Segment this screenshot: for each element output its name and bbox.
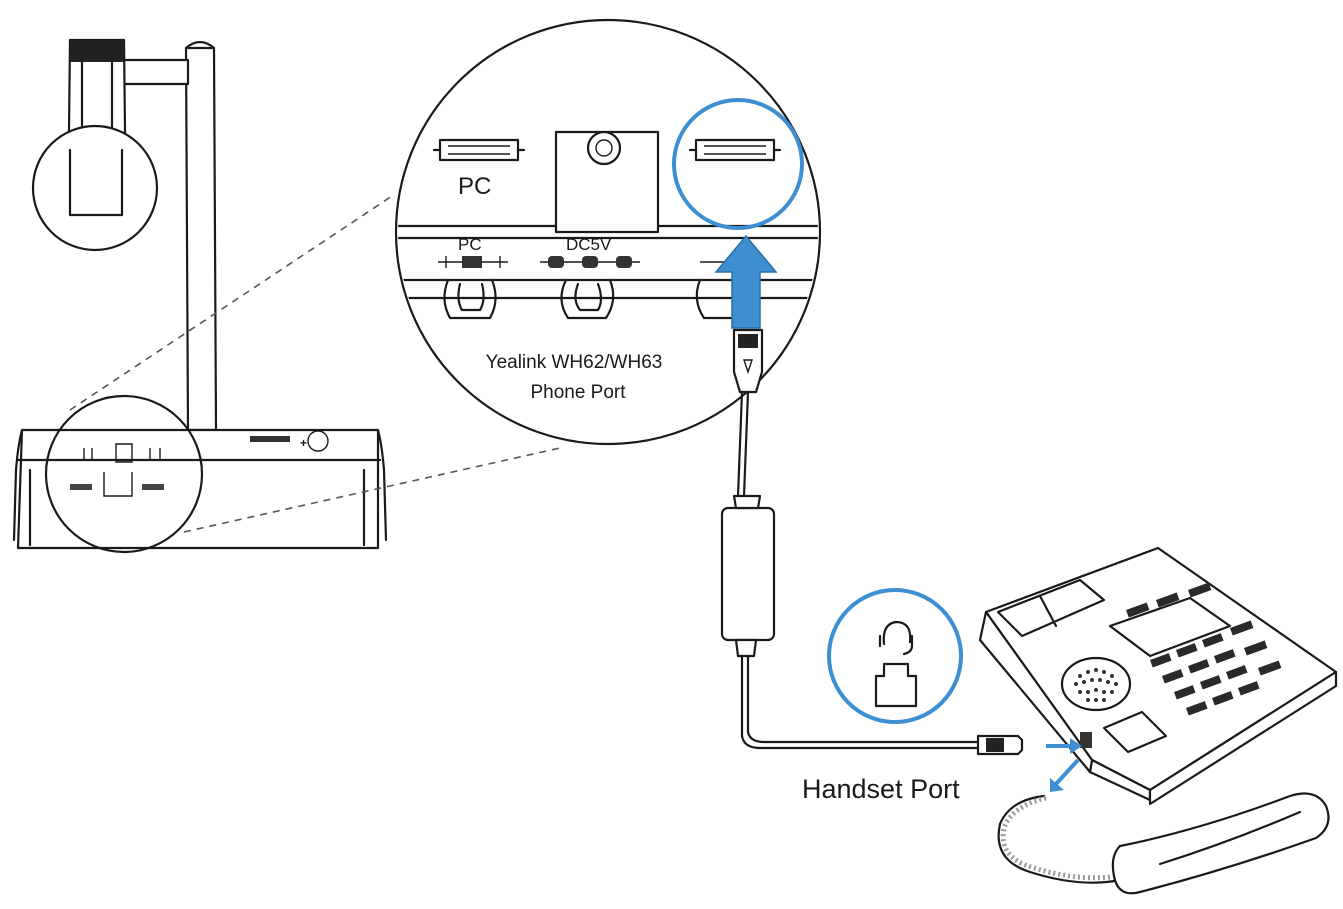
- arrow-up-icon: [714, 234, 778, 329]
- phone-port-highlight: [672, 98, 804, 230]
- arrow-out-icon: [1046, 738, 1082, 792]
- zoom-source-circle: [44, 394, 204, 554]
- cable-assembly: [714, 234, 1024, 756]
- device-model-label: Yealink WH62/WH63: [486, 352, 663, 373]
- dc-port-label: DC5V: [566, 235, 612, 254]
- base-station: +: [12, 38, 388, 554]
- svg-text:+: +: [300, 436, 307, 450]
- pc-jack-label: PC: [458, 173, 491, 200]
- desk-phone: [978, 546, 1338, 806]
- handset: [997, 792, 1330, 895]
- headset: [31, 38, 159, 252]
- phone-port-label: Phone Port: [530, 382, 626, 403]
- magnified-port-view: PC PC DC5V Yealink WH62/WH63 Phone Port: [394, 18, 822, 446]
- headset-jack-icon: [827, 588, 963, 724]
- handset-port-label: Handset Port: [802, 774, 960, 804]
- pc-port-label: PC: [458, 235, 482, 254]
